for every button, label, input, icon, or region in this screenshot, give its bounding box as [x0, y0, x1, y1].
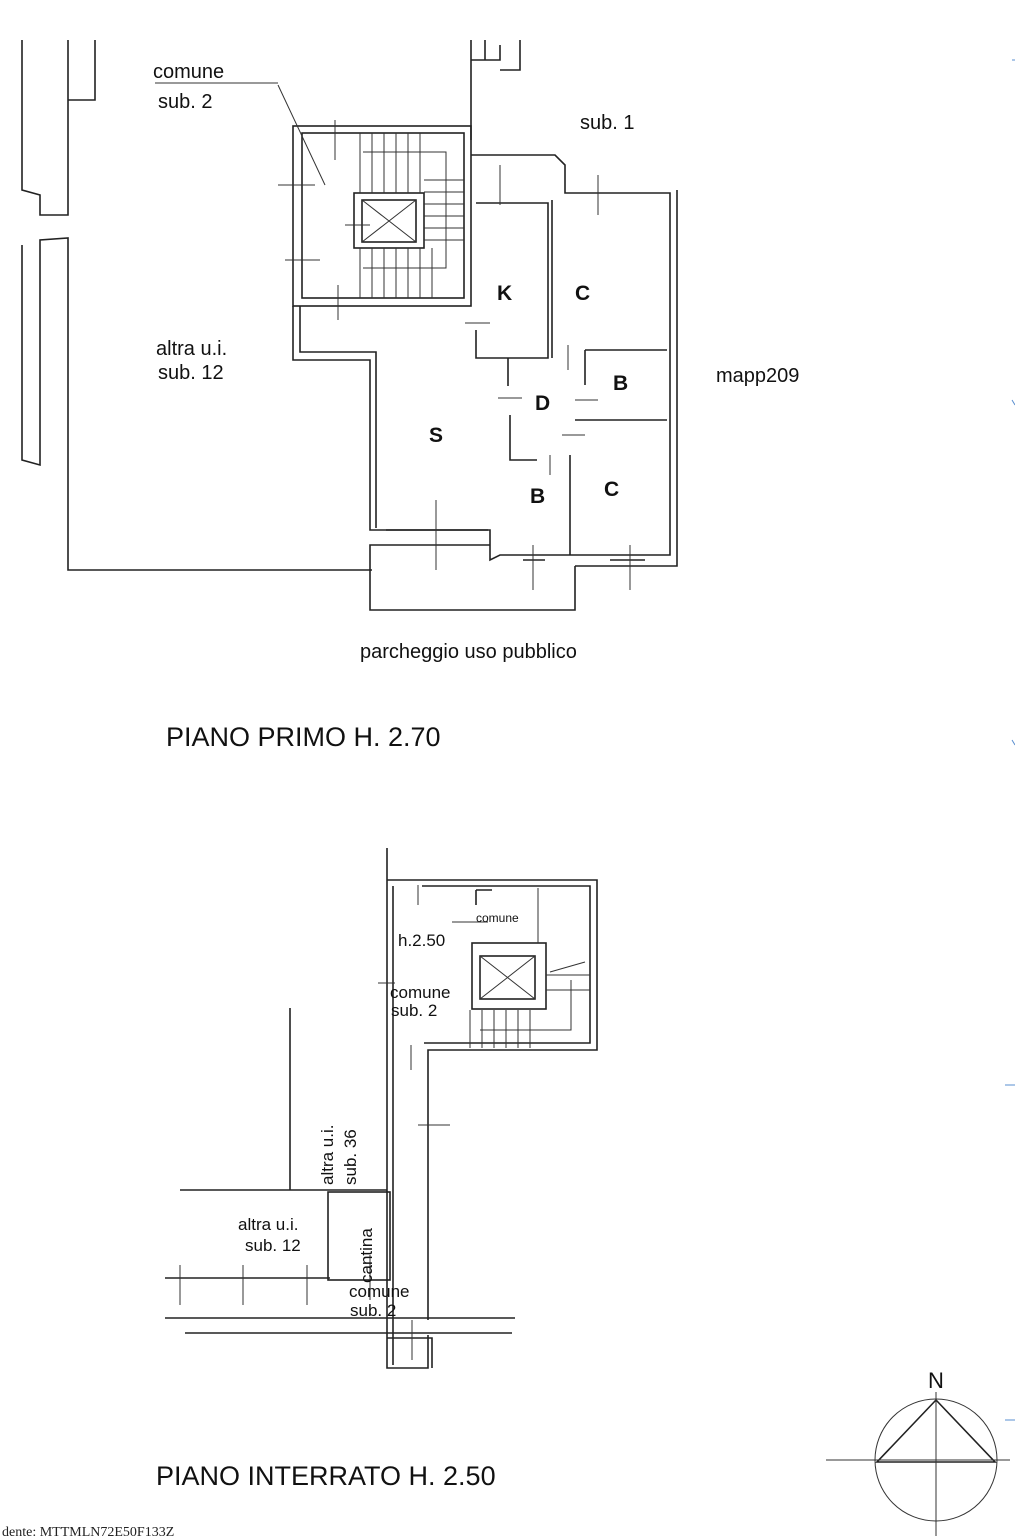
- label-cantina: cantina: [357, 1228, 376, 1283]
- first-floor-plan: comune sub. 2 sub. 1 altra u.i. sub. 12 …: [21, 40, 799, 752]
- compass-north-label: N: [928, 1368, 944, 1393]
- elevator-cross-icon: [361, 199, 417, 243]
- footer-text: dente: MTTMLN72E50F133Z: [2, 1525, 174, 1536]
- label-sub-36: sub. 36: [341, 1129, 360, 1185]
- elevator-shaft: [471, 942, 547, 1010]
- north-compass-icon: N: [826, 1368, 1010, 1536]
- first-floor-title: PIANO PRIMO H. 2.70: [166, 722, 441, 752]
- label-mapp209: mapp209: [716, 365, 799, 387]
- label-comune: comune: [153, 61, 224, 83]
- neighbour-building-outline-2: [21, 237, 372, 571]
- basement-plan: comune h.2.50 comune sub. 2 altra u.i. s…: [156, 848, 598, 1491]
- label-altra-ui: altra u.i.: [156, 338, 227, 360]
- neighbour-building-outline: [21, 40, 96, 216]
- room-d: D: [535, 392, 550, 415]
- label-parking: parcheggio uso pubblico: [360, 641, 577, 663]
- label-height: h.2.50: [398, 931, 445, 950]
- room-c-1: C: [575, 282, 590, 305]
- label-sub-2: sub. 2: [391, 1001, 437, 1020]
- label-sub-1: sub. 1: [580, 112, 634, 134]
- cantina-room: [327, 1191, 391, 1281]
- label-altra-ui-36: altra u.i.: [318, 1125, 337, 1185]
- label-altra-ui-12: altra u.i.: [238, 1215, 298, 1234]
- room-c-2: C: [604, 478, 619, 501]
- stair-steps: [359, 133, 464, 298]
- room-b-1: B: [613, 372, 628, 395]
- stair-core-wall: [292, 125, 472, 307]
- room-s: S: [429, 424, 443, 447]
- label-comune: comune: [390, 983, 450, 1002]
- label-sub-2-bottom: sub. 2: [350, 1301, 396, 1320]
- label-comune-small: comune: [476, 911, 519, 925]
- apartment-outline: [292, 154, 671, 562]
- elevator-shaft: [353, 192, 425, 249]
- room-k: K: [497, 282, 512, 305]
- label-comune-bottom: comune: [349, 1282, 409, 1301]
- stair-steps: [378, 888, 590, 1048]
- room-b-2: B: [530, 485, 545, 508]
- label-sub-12: sub. 12: [245, 1236, 301, 1255]
- basement-title: PIANO INTERRATO H. 2.50: [156, 1461, 496, 1491]
- label-sub-12: sub. 12: [158, 362, 224, 384]
- dimension-ticks: [278, 120, 631, 590]
- elevator-cross-icon: [479, 955, 536, 1000]
- leader-line: [277, 84, 326, 186]
- label-sub-2: sub. 2: [158, 91, 212, 113]
